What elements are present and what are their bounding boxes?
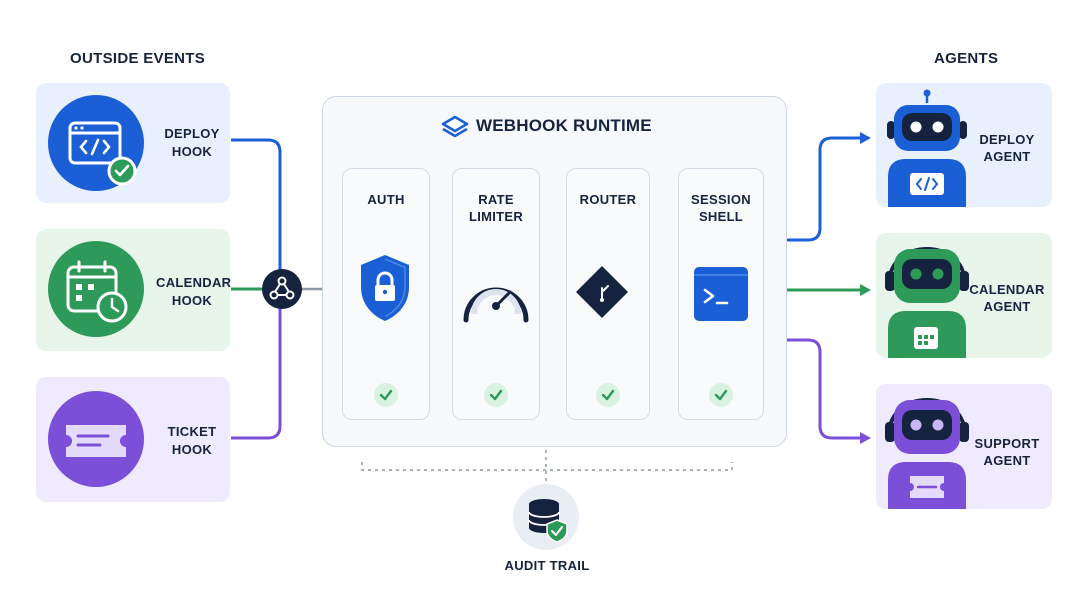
to-deploy-agent-arrow [764, 132, 871, 242]
stage-label-line1: AUTH [367, 192, 405, 207]
event-card-ticket-hook[interactable]: TICKET HOOK [36, 377, 230, 502]
robot-code-icon [887, 89, 967, 207]
stage-label-line1: RATE [478, 192, 514, 207]
audit-trail-label: AUDIT TRAIL [504, 558, 590, 573]
ticket-hook-connector [231, 308, 282, 440]
agent-card-support-agent[interactable]: SUPPORT AGENT [876, 384, 1052, 509]
stage-label: AUTH [343, 191, 429, 208]
gauge-icon [463, 287, 529, 323]
event-card-deploy-hook[interactable]: DEPLOY HOOK [36, 83, 230, 203]
stage-label: ROUTER [567, 191, 649, 208]
agents-heading: AGENTS [934, 50, 999, 67]
event-label-calendar-hook: CALENDAR HOOK [156, 274, 232, 310]
agent-label-line2: AGENT [983, 149, 1031, 164]
audit-dashed-bracket [361, 462, 733, 471]
ticket-icon [48, 391, 144, 487]
stack-logo-icon [441, 115, 469, 138]
event-label-line2: HOOK [171, 442, 213, 457]
event-label-deploy-hook: DEPLOY HOOK [156, 125, 228, 161]
check-icon [374, 383, 398, 407]
event-label-line2: HOOK [171, 144, 213, 159]
agent-label-support: SUPPORT AGENT [964, 435, 1050, 469]
stage-label-line1: ROUTER [579, 192, 637, 207]
event-label-line1: TICKET [167, 424, 217, 439]
outside-events-heading: OUTSIDE EVENTS [70, 50, 206, 67]
stage-label: SESSION SHELL [679, 191, 763, 225]
agent-label-line1: SUPPORT [974, 436, 1040, 451]
event-label-line1: DEPLOY [164, 126, 220, 141]
terminal-icon [694, 267, 748, 321]
check-icon [484, 383, 508, 407]
agent-card-calendar-agent[interactable]: CALENDAR AGENT [876, 233, 1052, 358]
event-label-line2: HOOK [171, 293, 213, 308]
deploy-hook-connector [231, 138, 282, 272]
check-icon [709, 383, 733, 407]
stage-label-line1: SESSION [691, 192, 751, 207]
agent-label-line1: DEPLOY [979, 132, 1035, 147]
event-label-line1: CALENDAR [156, 275, 232, 290]
agent-label-line2: AGENT [983, 299, 1031, 314]
robot-calendar-icon [885, 247, 969, 358]
stage-label-line2: LIMITER [468, 209, 524, 224]
router-diamond-icon [576, 266, 628, 318]
stage-label-line2: SHELL [698, 209, 744, 224]
shield-lock-icon [361, 255, 409, 321]
event-label-ticket-hook: TICKET HOOK [156, 423, 228, 459]
runtime-title: WEBHOOK RUNTIME [476, 116, 652, 135]
robot-ticket-icon [885, 398, 969, 509]
agent-card-deploy-agent[interactable]: DEPLOY AGENT [876, 83, 1052, 207]
to-support-agent-arrow [764, 338, 871, 444]
calendar-clock-icon [48, 241, 144, 337]
agent-label-deploy: DEPLOY AGENT [964, 131, 1050, 165]
check-icon [596, 383, 620, 407]
database-check-icon [513, 484, 579, 550]
agent-label-line1: CALENDAR [969, 282, 1045, 297]
agent-label-line2: AGENT [983, 453, 1031, 468]
code-window-icon [48, 95, 144, 191]
agent-label-calendar: CALENDAR AGENT [964, 281, 1050, 315]
stage-label: RATE LIMITER [453, 191, 539, 225]
event-card-calendar-hook[interactable]: CALENDAR HOOK [36, 229, 232, 351]
webhook-hub-icon [262, 269, 302, 309]
